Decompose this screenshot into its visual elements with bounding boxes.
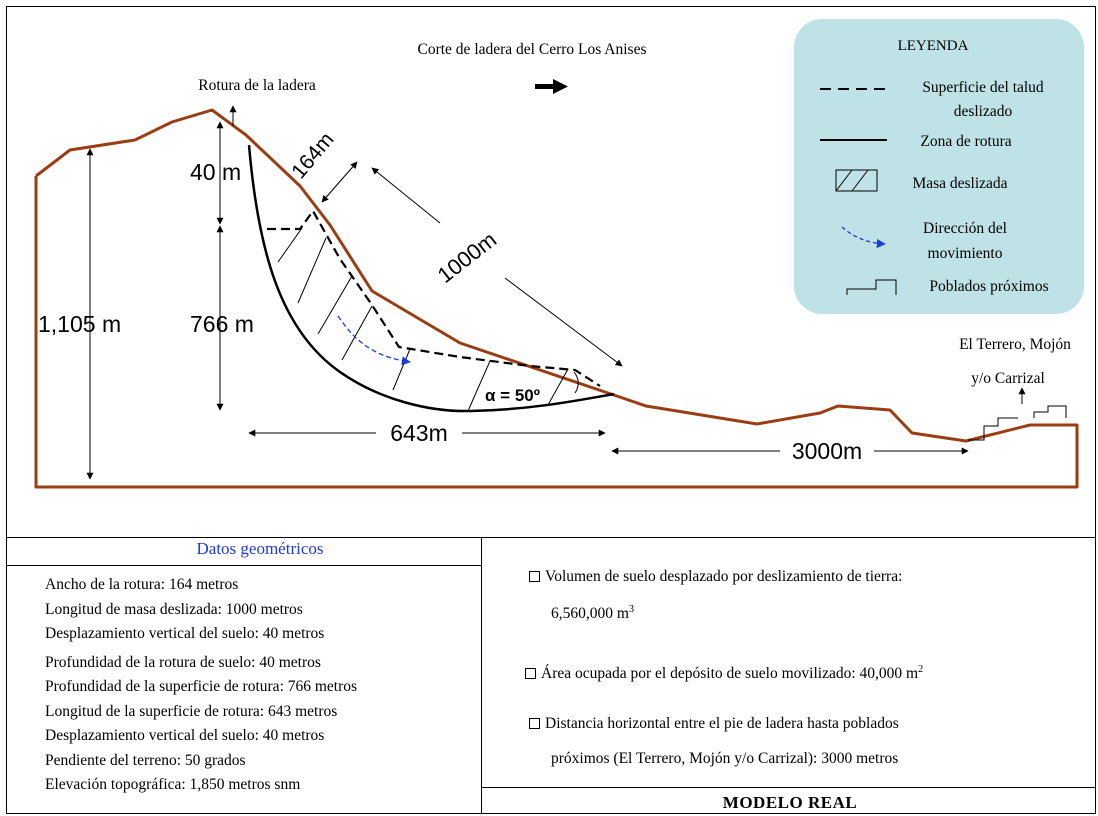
checkbox-icon — [525, 668, 536, 680]
model-title: MODELO REAL — [722, 793, 858, 812]
distance-text-line2: próximos (El Terrero, Mojón y/o Carrizal… — [551, 750, 898, 768]
slope-cross-section-diagram: Corte de ladera del Cerro Los Anises Rot… — [34, 19, 1084, 489]
volume-value: 6,560,000 m3 — [551, 604, 634, 623]
area-unit-sup: 2 — [918, 664, 924, 675]
geo-item: Elevación topográfica: 1,850 metros snm — [45, 776, 301, 793]
geo-item: Ancho de la rotura: 164 metros — [45, 576, 239, 593]
table-top-border — [6, 537, 1096, 538]
distance-label-2: próximos (El Terrero, Mojón y/o Carrizal… — [551, 750, 899, 767]
rotura-label: Rotura de la ladera — [198, 77, 316, 94]
width-164-dimension — [321, 161, 358, 203]
area-text: Área ocupada por el depósito de suelo mo… — [525, 664, 923, 683]
terrain-profile — [34, 108, 1079, 489]
h-40-label: 40 m — [190, 159, 241, 185]
poblados-label-line1: El Terrero, Mojón — [959, 336, 1071, 353]
distance-label-1: Distancia horizontal entre el pie de lad… — [545, 715, 899, 732]
geo-item: Desplazamiento vertical del suelo: 40 me… — [45, 727, 325, 744]
volume-label: Volumen de suelo desplazado por deslizam… — [545, 568, 903, 585]
geo-item: Desplazamiento vertical del suelo: 40 me… — [45, 625, 325, 642]
figure-frame — [6, 6, 1096, 814]
model-title-topline — [481, 787, 1096, 788]
village-outline-1 — [968, 417, 1018, 441]
checkbox-icon — [529, 571, 540, 582]
geo-item: Profundidad de la rotura de suelo: 40 me… — [45, 653, 321, 671]
legend-item-4-line1: Dirección del — [923, 220, 1007, 237]
distance-text-line1: Distancia horizontal entre el pie de lad… — [529, 715, 899, 733]
d-643-label: 643m — [390, 420, 448, 446]
slipped-mass-hatching — [277, 227, 569, 412]
d-3000-label: 3000m — [792, 438, 862, 464]
checkbox-icon — [529, 718, 540, 729]
diagram-title: Corte de ladera del Cerro Los Anises — [418, 41, 647, 58]
h-766-label: 766 m — [190, 311, 254, 337]
geo-item: Longitud de masa deslizada: 1000 metros — [45, 600, 303, 618]
rupture-zone-curve — [247, 144, 615, 413]
length-1000-dimension-a — [371, 167, 441, 224]
movement-direction-arrow — [337, 315, 411, 366]
volume-text: Volumen de suelo desplazado por deslizam… — [529, 568, 902, 586]
direction-arrow-icon — [535, 79, 568, 94]
legend-item-1-line1: Superficie del talud — [922, 79, 1044, 96]
geometric-data-title: Datos geométricos — [196, 539, 324, 558]
legend-title: LEYENDA — [898, 38, 969, 54]
poblados-label-line2: y/o Carrizal — [971, 370, 1045, 387]
w-164-label: 164m — [287, 128, 338, 183]
volume-unit-sup: 3 — [628, 604, 634, 615]
l-1000-label: 1000m — [433, 227, 501, 288]
geometric-data-list: Ancho de la rotura: 164 metros Longitud … — [45, 573, 357, 798]
legend-item-3-line1: Masa deslizada — [912, 175, 1007, 192]
geo-item: Profundidad de la superficie de rotura: … — [45, 678, 358, 695]
area-label: Área ocupada por el depósito de suelo mo… — [541, 665, 919, 683]
blue-dashed-arrow-icon — [841, 226, 886, 249]
village-outline-2 — [1033, 405, 1067, 418]
geo-item: Pendiente del terreno: 50 grados — [45, 751, 246, 769]
h-total-label: 1,105 m — [38, 311, 121, 337]
legend-item-4-line2: movimiento — [928, 245, 1003, 262]
geo-title-underline — [6, 565, 481, 566]
geo-item: Longitud de la superficie de rotura: 643… — [45, 702, 338, 720]
table-column-divider — [481, 537, 482, 814]
volume-number: 6,560,000 m — [551, 605, 629, 623]
alpha-label: α = 50º — [485, 386, 540, 405]
length-1000-dimension-b — [504, 277, 623, 367]
slipped-surface-dashed — [267, 208, 601, 387]
slope-angle-arc — [573, 371, 579, 394]
step-outline-icon — [846, 279, 897, 295]
legend-item-2-line1: Zona de rotura — [920, 133, 1011, 150]
legend-item-5-line1: Poblados próximos — [929, 278, 1048, 295]
legend-box: LEYENDA Superficie del talud deslizado Z… — [794, 19, 1084, 314]
legend-item-1-line2: deslizado — [954, 103, 1013, 120]
hatched-box-icon — [835, 169, 878, 192]
